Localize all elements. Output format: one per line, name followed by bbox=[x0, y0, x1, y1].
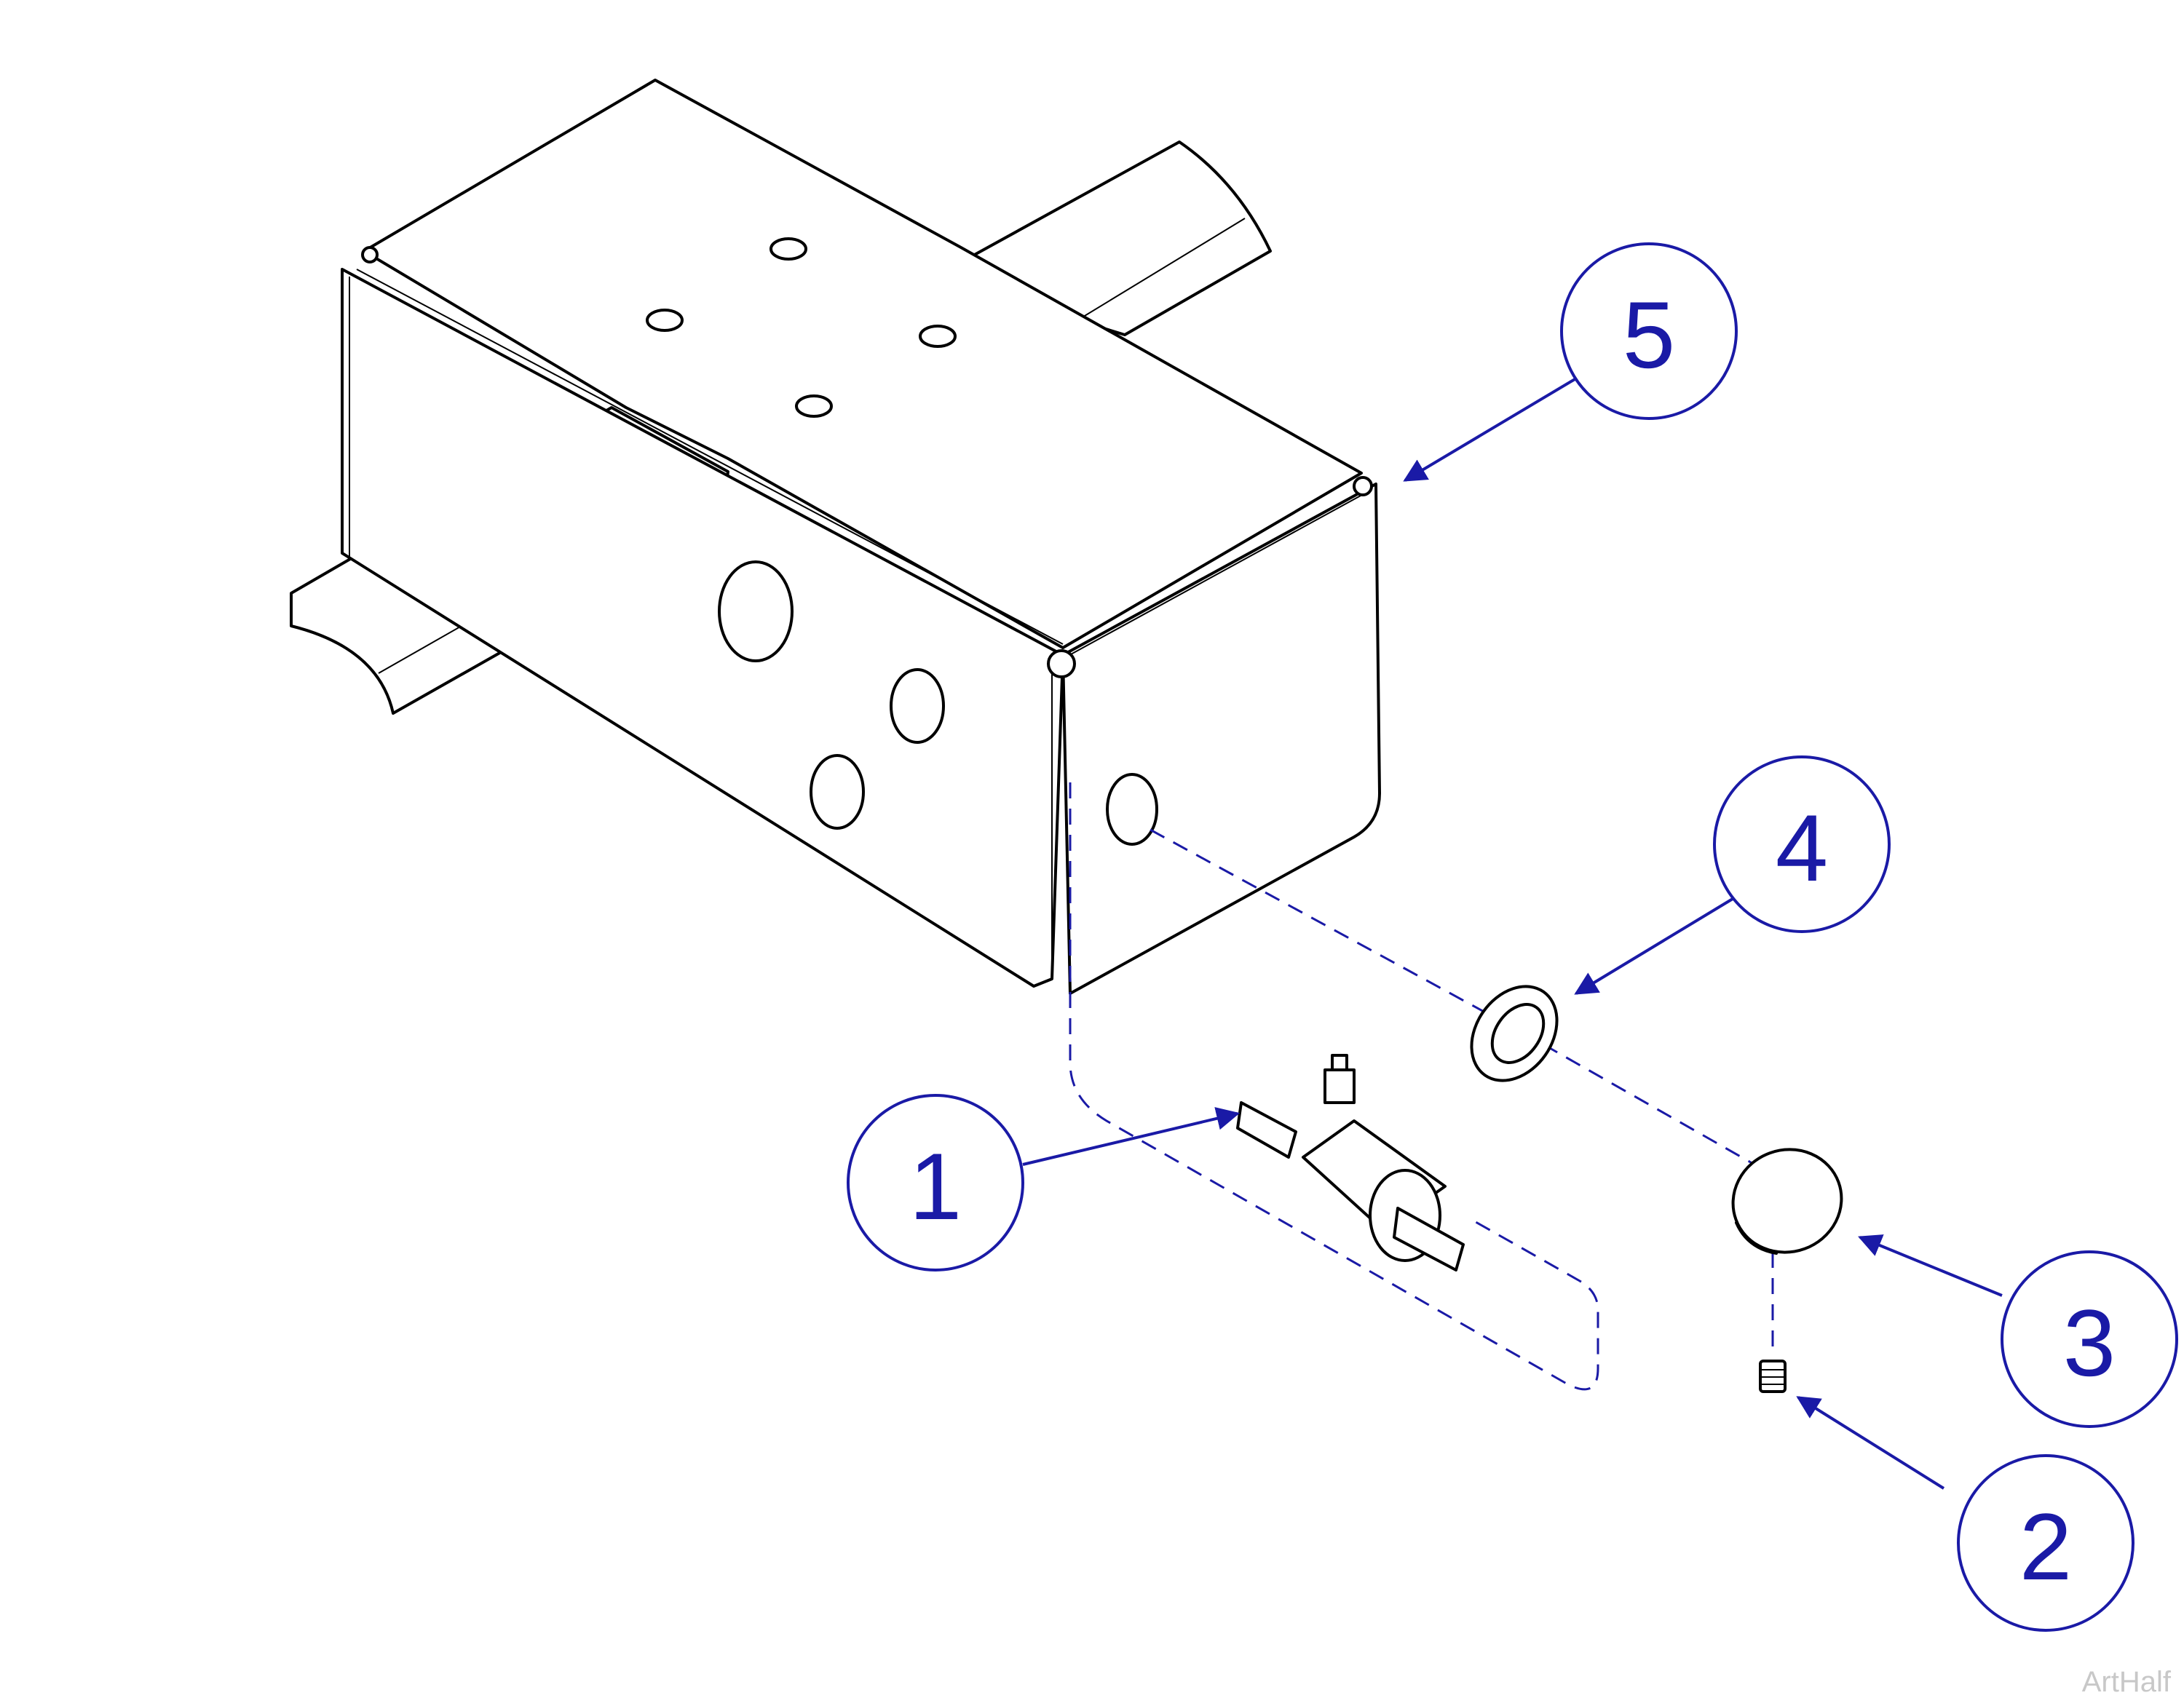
callout-1-label: 1 bbox=[909, 1133, 962, 1239]
valve-fitting bbox=[1236, 1054, 1465, 1271]
callout-3-label: 3 bbox=[2063, 1290, 2116, 1396]
callout-4-label: 4 bbox=[1776, 795, 1828, 901]
mounting-rail-rear bbox=[970, 140, 1272, 336]
callout-2: 2 bbox=[1957, 1454, 2134, 1632]
leader-lines bbox=[1022, 377, 2003, 1490]
assembly-path-lines bbox=[1069, 782, 1774, 1391]
callout-5-label: 5 bbox=[1623, 282, 1675, 388]
watermark-text: ArtHalf bbox=[2081, 1666, 2171, 1698]
dome-cap bbox=[1731, 1148, 1843, 1255]
callout-3: 3 bbox=[2001, 1250, 2178, 1428]
callout-4: 4 bbox=[1713, 755, 1891, 933]
callout-1: 1 bbox=[847, 1094, 1024, 1271]
callout-2-label: 2 bbox=[2019, 1493, 2072, 1600]
enclosure-box bbox=[341, 79, 1381, 995]
seal-ring bbox=[1470, 985, 1559, 1082]
callout-5: 5 bbox=[1560, 242, 1738, 420]
set-screw bbox=[1759, 1360, 1787, 1393]
